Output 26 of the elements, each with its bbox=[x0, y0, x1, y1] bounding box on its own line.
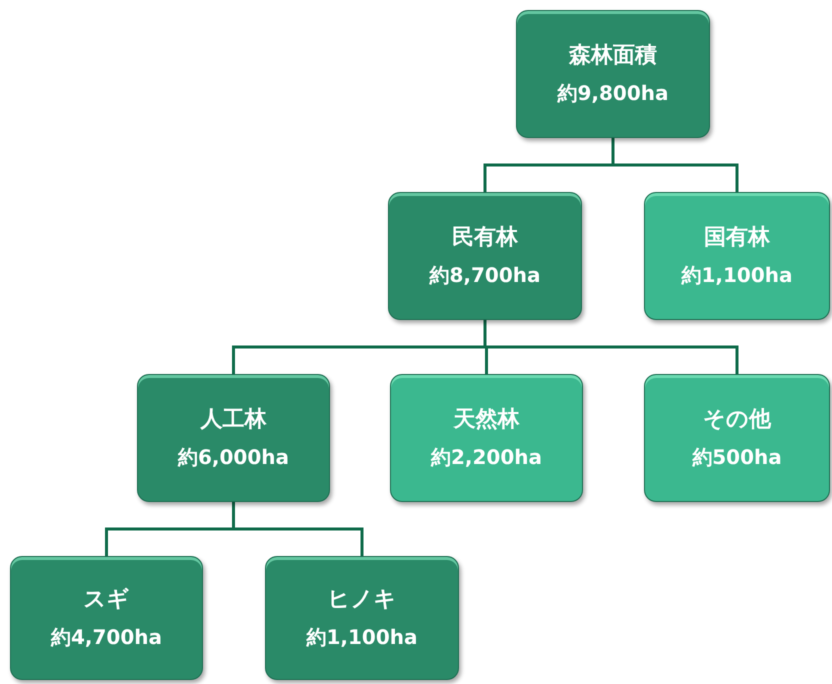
category-title: 民有林 bbox=[452, 224, 518, 252]
area-value: 約8,700ha bbox=[430, 263, 540, 288]
category-title: 森林面積 bbox=[569, 42, 657, 70]
category-title: 人工林 bbox=[200, 406, 266, 434]
area-value: 約6,000ha bbox=[178, 445, 289, 470]
category-title: スギ bbox=[84, 586, 130, 614]
category-title: その他 bbox=[703, 406, 771, 434]
area-value: 約4,700ha bbox=[51, 625, 162, 650]
category-box bbox=[390, 374, 583, 502]
category-title: ヒノキ bbox=[328, 586, 396, 614]
connector-line bbox=[232, 502, 364, 556]
area-value: 約1,100ha bbox=[682, 263, 792, 288]
category-box bbox=[265, 556, 459, 680]
category-box bbox=[516, 10, 710, 138]
category-title: 国有林 bbox=[704, 224, 770, 252]
area-value: 約500ha bbox=[692, 445, 782, 470]
category-box bbox=[137, 374, 330, 502]
category-box bbox=[10, 556, 203, 680]
area-value: 約9,800ha bbox=[558, 81, 668, 106]
area-value: 約1,100ha bbox=[306, 625, 418, 650]
category-box bbox=[644, 374, 830, 502]
category-box bbox=[644, 192, 830, 320]
area-value: 約2,200ha bbox=[431, 445, 542, 470]
category-title: 天然林 bbox=[454, 406, 520, 434]
category-box bbox=[388, 192, 582, 320]
connector-line bbox=[612, 138, 738, 192]
